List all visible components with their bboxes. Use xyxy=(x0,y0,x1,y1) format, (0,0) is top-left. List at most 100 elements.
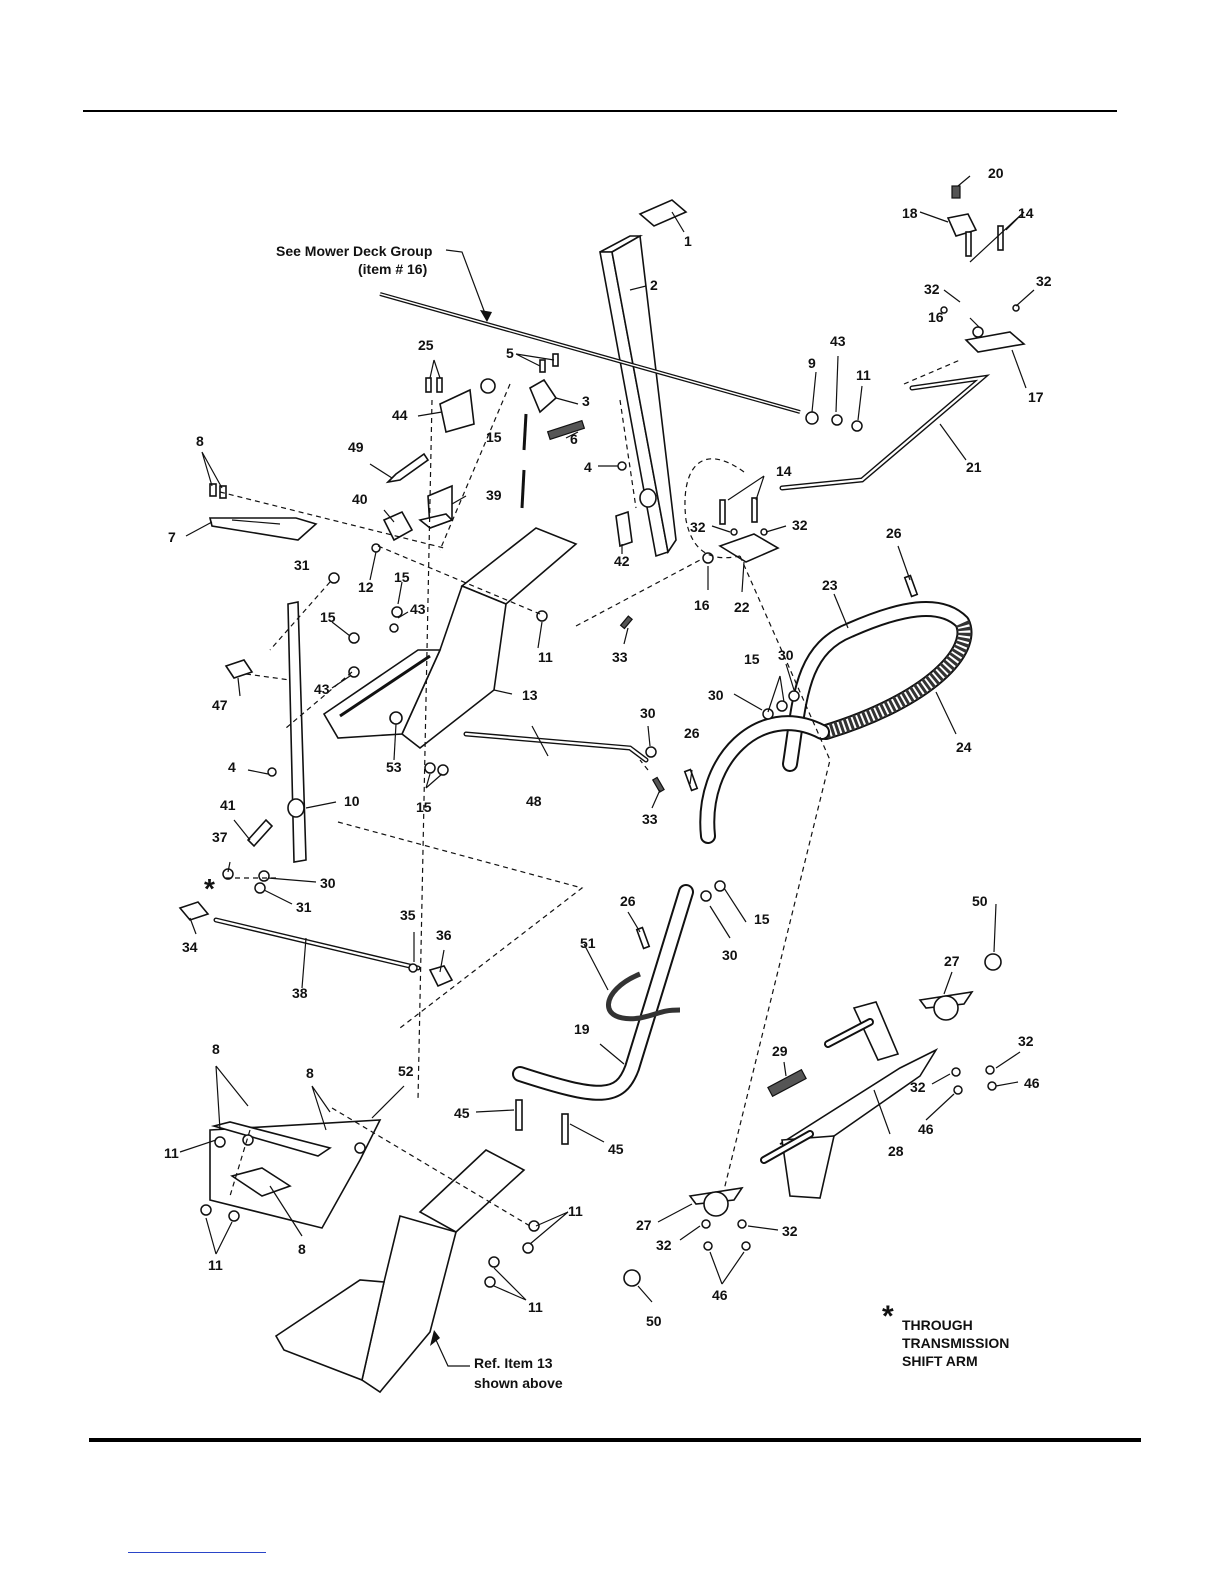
part-47-pin xyxy=(224,659,254,679)
callout-20: 20 xyxy=(988,165,1004,181)
callout-27: 27 xyxy=(944,953,960,969)
callout-15: 15 xyxy=(320,609,336,625)
part-36 xyxy=(428,965,454,988)
callout-24: 24 xyxy=(956,739,972,755)
part-24-grip xyxy=(823,618,972,739)
callout-11: 11 xyxy=(856,367,871,383)
callout-53: 53 xyxy=(386,759,402,775)
callout-36: 36 xyxy=(436,927,452,943)
callout-32: 32 xyxy=(1018,1033,1034,1049)
callout-32: 32 xyxy=(924,281,940,297)
callout-50: 50 xyxy=(646,1313,662,1329)
part-34-pin xyxy=(178,901,210,921)
callout-41: 41 xyxy=(220,797,236,813)
callout-49: 49 xyxy=(348,439,364,455)
callout-14: 14 xyxy=(776,463,792,479)
callout-44: 44 xyxy=(392,407,408,423)
callout-43: 43 xyxy=(830,333,846,349)
callout-4: 4 xyxy=(584,459,592,475)
callout-45: 45 xyxy=(454,1105,470,1121)
header-rule xyxy=(83,110,1117,112)
part-51-strap xyxy=(606,971,681,1022)
callout-8: 8 xyxy=(212,1041,220,1057)
note-ref-item-shown: shown above xyxy=(474,1375,563,1391)
callout-8: 8 xyxy=(298,1241,306,1257)
callout-46: 46 xyxy=(1024,1075,1040,1091)
callout-31: 31 xyxy=(296,899,312,915)
note-mower-deck: See Mower Deck Group xyxy=(276,243,432,259)
callout-27: 27 xyxy=(636,1217,652,1233)
callout-21: 21 xyxy=(966,459,982,475)
callout-35: 35 xyxy=(400,907,416,923)
callout-14: 14 xyxy=(1018,205,1034,221)
callout-7: 7 xyxy=(168,529,176,545)
leader-lines xyxy=(179,175,1035,1303)
callout-1: 1 xyxy=(684,233,692,249)
part-49-bolt xyxy=(385,452,430,484)
callout-33: 33 xyxy=(642,811,658,827)
callout-26: 26 xyxy=(684,725,700,741)
callout-32: 32 xyxy=(690,519,706,535)
note-transmission: TRANSMISSION xyxy=(902,1335,1009,1351)
callout-52: 52 xyxy=(398,1063,414,1079)
callout-30: 30 xyxy=(640,705,656,721)
callout-12: 12 xyxy=(358,579,374,595)
callout-11: 11 xyxy=(528,1299,543,1315)
callout-34: 34 xyxy=(182,939,198,955)
callout-16: 16 xyxy=(928,309,944,325)
callout-32: 32 xyxy=(910,1079,926,1095)
callout-8: 8 xyxy=(306,1065,314,1081)
callout-6: 6 xyxy=(570,431,578,447)
callout-3: 3 xyxy=(582,393,590,409)
part-44-bracket xyxy=(439,388,475,434)
callout-32: 32 xyxy=(656,1237,672,1253)
part-29-spring xyxy=(767,1068,807,1098)
callout-32: 32 xyxy=(792,517,808,533)
note-shift-arm: SHIFT ARM xyxy=(902,1353,978,1369)
footer-link-underline[interactable] xyxy=(128,1552,266,1553)
footer-rule xyxy=(89,1438,1141,1442)
hardware-small xyxy=(200,304,1020,1288)
part-28 xyxy=(779,1048,939,1145)
callout-43: 43 xyxy=(410,601,426,617)
callout-17: 17 xyxy=(1028,389,1044,405)
asterisk-marker: * xyxy=(882,1300,894,1333)
callout-30: 30 xyxy=(722,947,738,963)
part-52-bracket xyxy=(209,1119,382,1229)
part-drawings xyxy=(178,185,1026,1394)
callout-11: 11 xyxy=(538,649,553,665)
callout-18: 18 xyxy=(902,205,918,221)
callout-11: 11 xyxy=(208,1257,223,1273)
callout-16: 16 xyxy=(694,597,710,613)
callout-15: 15 xyxy=(486,429,502,445)
callout-15: 15 xyxy=(394,569,410,585)
callout-15: 15 xyxy=(416,799,432,815)
callout-25: 25 xyxy=(418,337,434,353)
callout-46: 46 xyxy=(918,1121,934,1137)
callout-30: 30 xyxy=(778,647,794,663)
callout-26: 26 xyxy=(886,525,902,541)
callout-42: 42 xyxy=(614,553,630,569)
part-13-frame-floor xyxy=(322,649,442,739)
callout-labels: 1 2 3 4 4 5 6 7 8 8 8 8 9 10 11 11 11 11… xyxy=(164,165,1052,1329)
callout-15: 15 xyxy=(754,911,770,927)
callout-5: 5 xyxy=(506,345,514,361)
part-17-bracket xyxy=(964,331,1026,353)
callout-37: 37 xyxy=(212,829,228,845)
callout-30: 30 xyxy=(320,875,336,891)
part-10-lever xyxy=(287,601,307,863)
callout-10: 10 xyxy=(344,793,360,809)
callout-29: 29 xyxy=(772,1043,788,1059)
callout-39: 39 xyxy=(486,487,502,503)
callout-28: 28 xyxy=(888,1143,904,1159)
part-6-spring xyxy=(546,419,586,441)
callout-30: 30 xyxy=(708,687,724,703)
callout-15: 15 xyxy=(744,651,760,667)
callout-32: 32 xyxy=(782,1223,798,1239)
note-mower-deck-item: (item # 16) xyxy=(358,261,427,277)
callout-13: 13 xyxy=(522,687,538,703)
ref-13-frame-floor xyxy=(274,1279,385,1382)
callout-8: 8 xyxy=(196,433,204,449)
callout-11: 11 xyxy=(568,1203,583,1219)
